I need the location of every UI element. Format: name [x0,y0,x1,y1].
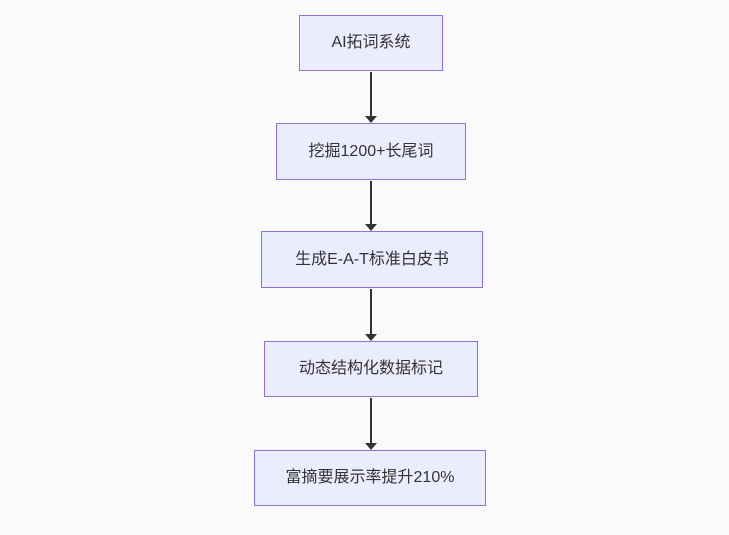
flowchart-node-longtail-mining: 挖掘1200+长尾词 [276,123,466,180]
arrow-line [370,289,372,334]
arrowhead-down-icon [365,443,377,450]
flowchart-node-ai-keyword-system: AI拓词系统 [299,15,443,71]
flow-arrow-4 [365,398,377,450]
node-label: AI拓词系统 [331,34,411,52]
arrow-line [370,181,372,224]
flowchart-node-structured-data-markup: 动态结构化数据标记 [264,341,478,397]
flowchart-node-rich-snippet-uplift: 富摘要展示率提升210% [254,450,486,506]
node-label: 挖掘1200+长尾词 [308,142,434,160]
node-label: 生成E-A-T标准白皮书 [295,250,449,268]
arrowhead-down-icon [365,334,377,341]
node-label: 动态结构化数据标记 [298,360,443,378]
flow-arrow-3 [365,289,377,341]
node-label: 富摘要展示率提升210% [285,469,455,487]
arrowhead-down-icon [365,224,377,231]
arrow-line [370,72,372,116]
arrowhead-down-icon [365,116,377,123]
flow-arrow-2 [365,181,377,231]
flowchart-node-eat-whitepaper: 生成E-A-T标准白皮书 [261,231,483,288]
arrow-line [370,398,372,443]
flow-arrow-1 [365,72,377,123]
